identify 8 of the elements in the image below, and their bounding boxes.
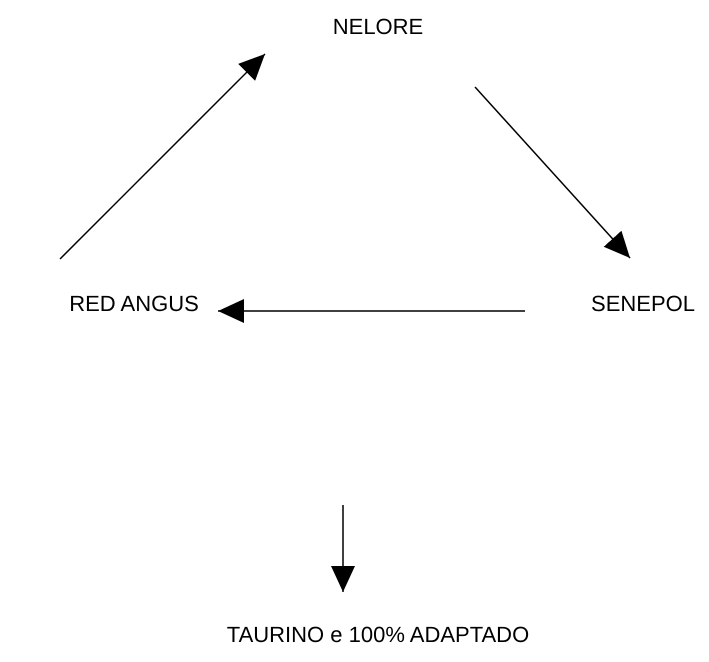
arrow [474,86,631,258]
arrow [218,299,525,324]
node-label: TAURINO e 100% ADAPTADO [226,622,530,648]
node-label: SENEPOL [591,292,695,316]
arrow [59,53,266,260]
arrow [331,505,355,592]
node-label: RED ANGUS [69,292,199,316]
node-label: NELORE [332,14,424,40]
